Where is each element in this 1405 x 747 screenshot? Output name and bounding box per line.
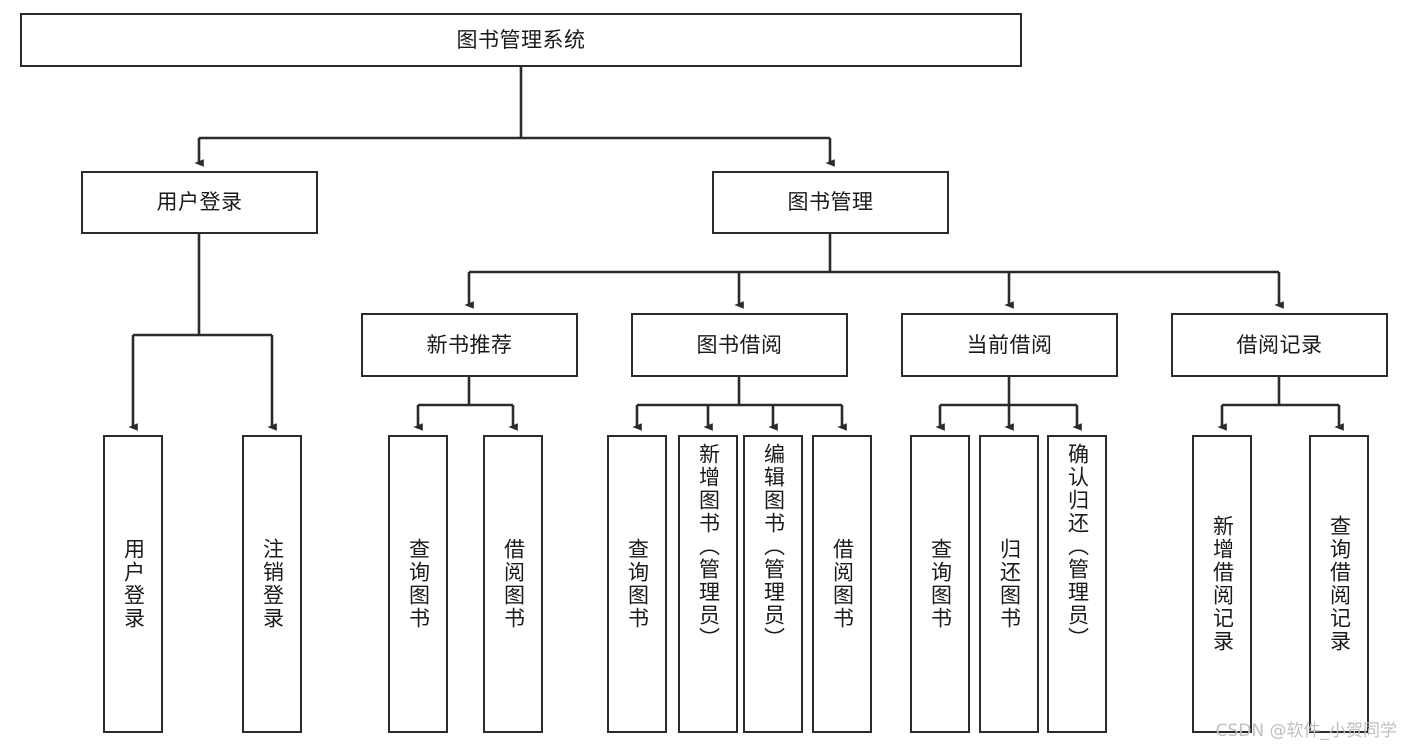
node-new-book-recommend-label: 新书推荐 xyxy=(426,332,513,357)
leaf-return-book[interactable]: 归还图书 xyxy=(979,435,1039,733)
leaf-query-book-current[interactable]: 查询图书 xyxy=(910,435,970,733)
node-borrow-records[interactable]: 借阅记录 xyxy=(1171,313,1388,377)
node-book-management[interactable]: 图书管理 xyxy=(712,171,949,234)
leaf-add-book-admin[interactable]: 新增图书（管理员） xyxy=(678,435,738,733)
leaf-user-login[interactable]: 用户登录 xyxy=(103,435,163,733)
leaf-add-borrow-record[interactable]: 新增借阅记录 xyxy=(1192,435,1252,733)
leaf-user-logout[interactable]: 注销登录 xyxy=(242,435,302,733)
node-current-borrow[interactable]: 当前借阅 xyxy=(901,313,1118,377)
leaf-query-borrow-record-label: 查询借阅记录 xyxy=(1327,515,1352,653)
leaf-edit-book-admin[interactable]: 编辑图书（管理员） xyxy=(743,435,803,733)
leaf-return-book-label: 归还图书 xyxy=(997,538,1022,630)
leaf-confirm-return-admin[interactable]: 确认归还（管理员） xyxy=(1047,435,1107,733)
leaf-user-login-label: 用户登录 xyxy=(121,538,146,630)
node-root-label: 图书管理系统 xyxy=(456,27,586,52)
leaf-user-logout-label: 注销登录 xyxy=(260,538,285,630)
node-new-book-recommend[interactable]: 新书推荐 xyxy=(361,313,578,377)
leaf-query-book-recommend-label: 查询图书 xyxy=(406,538,431,630)
leaf-query-book-recommend[interactable]: 查询图书 xyxy=(388,435,448,733)
leaf-edit-book-admin-label: 编辑图书（管理员） xyxy=(761,443,786,650)
node-user-login[interactable]: 用户登录 xyxy=(81,171,318,234)
watermark: CSDN @软件_小贺同学 xyxy=(1215,721,1397,741)
node-book-management-label: 图书管理 xyxy=(787,190,874,215)
node-root[interactable]: 图书管理系统 xyxy=(20,13,1022,67)
leaf-confirm-return-admin-label: 确认归还（管理员） xyxy=(1065,443,1090,650)
node-borrow-records-label: 借阅记录 xyxy=(1236,332,1323,357)
leaf-borrow-book-recommend-label: 借阅图书 xyxy=(501,538,526,630)
leaf-add-borrow-record-label: 新增借阅记录 xyxy=(1210,515,1235,653)
node-book-borrow-label: 图书借阅 xyxy=(696,332,783,357)
leaf-borrow-book-label: 借阅图书 xyxy=(830,538,855,630)
node-current-borrow-label: 当前借阅 xyxy=(966,332,1053,357)
node-user-login-label: 用户登录 xyxy=(156,190,243,215)
leaf-query-book-current-label: 查询图书 xyxy=(928,538,953,630)
leaf-borrow-book[interactable]: 借阅图书 xyxy=(812,435,872,733)
node-book-borrow[interactable]: 图书借阅 xyxy=(631,313,848,377)
leaf-query-book-borrow[interactable]: 查询图书 xyxy=(607,435,667,733)
leaf-borrow-book-recommend[interactable]: 借阅图书 xyxy=(483,435,543,733)
leaf-query-borrow-record[interactable]: 查询借阅记录 xyxy=(1309,435,1369,733)
leaf-add-book-admin-label: 新增图书（管理员） xyxy=(696,443,721,650)
leaf-query-book-borrow-label: 查询图书 xyxy=(625,538,650,630)
